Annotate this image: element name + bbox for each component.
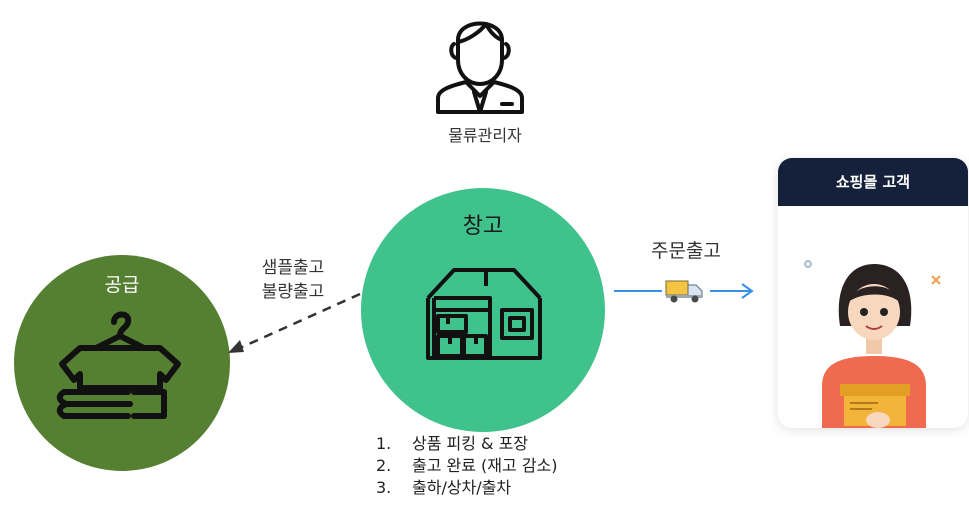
defect-outbound-label: 불량출고 [261,282,325,302]
clothes-hanger-icon [56,311,181,419]
manager-person-icon [436,21,524,114]
customer-title: 쇼핑몰 고객 [778,158,968,206]
process-steps: 1.상품 피킹 & 포장 2.출고 완료 (재고 감소) 3.출하/상차/출차 [376,433,558,499]
order-outbound-label: 주문출고 [651,240,721,262]
delivery-truck-icon [665,280,703,303]
supply-title: 공급 [104,274,140,296]
customer-card: 쇼핑몰 고객 [778,158,968,428]
sample-outbound-label: 샘플출고 [261,258,325,278]
supply-node [14,255,230,471]
step-item: 3.출하/상차/출차 [376,478,512,497]
warehouse-icon [426,268,542,360]
order-outbound-arrow [614,283,754,299]
outbound-labels: 샘플출고 불량출고 [238,256,348,304]
customer-with-box-icon [804,260,941,428]
warehouse-title: 창고 [462,214,504,239]
step-item: 2.출고 완료 (재고 감소) [376,456,558,475]
step-item: 1.상품 피킹 & 포장 [376,434,529,453]
manager-label: 물류관리자 [448,126,522,145]
